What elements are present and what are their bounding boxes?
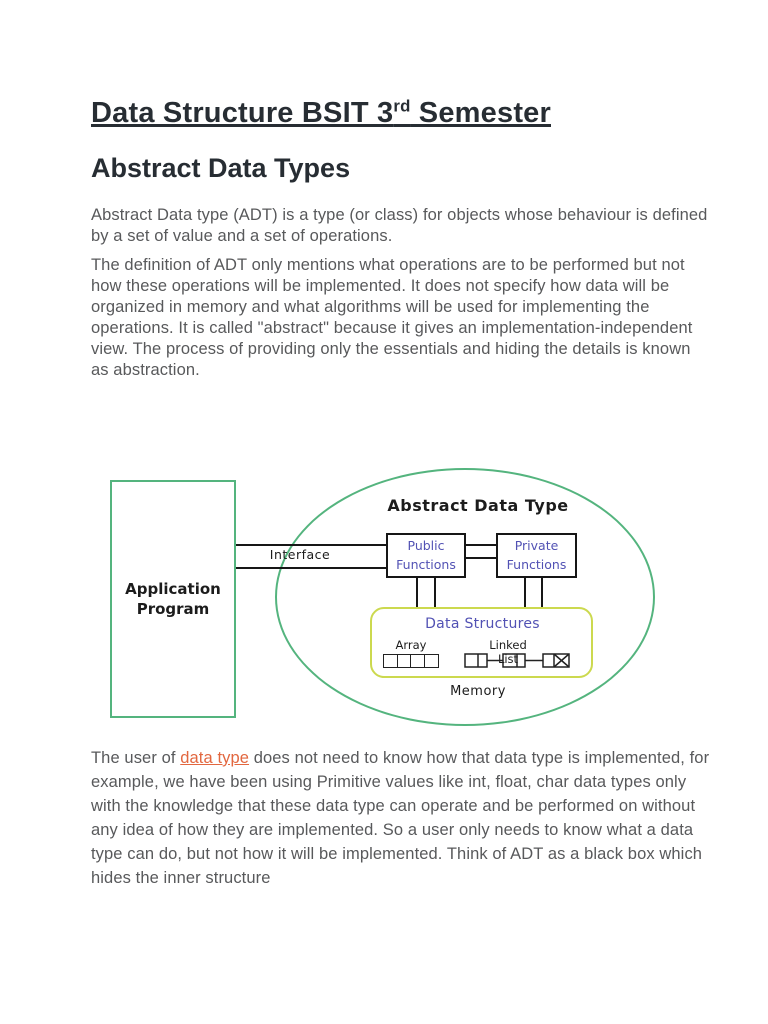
array-cell bbox=[423, 654, 439, 668]
document-title-main: Data Structure BSIT 3 bbox=[91, 97, 394, 129]
linked-list-diagram bbox=[464, 653, 570, 668]
public-to-datastructures-line-1 bbox=[416, 577, 418, 608]
document-title-rest: Semester bbox=[410, 97, 551, 129]
interface-line-bottom bbox=[236, 567, 386, 569]
paragraph-text-after-link: does not need to know how that data type… bbox=[91, 749, 710, 887]
private-functions-box: Private Functions bbox=[496, 533, 577, 578]
abstract-data-type-ellipse bbox=[275, 468, 655, 726]
private-to-datastructures-line-1 bbox=[524, 577, 526, 608]
private-to-datastructures-line-2 bbox=[541, 577, 543, 608]
public-private-connector-bottom bbox=[466, 557, 496, 559]
array-diagram bbox=[383, 654, 439, 668]
paragraph-adt-definition: Abstract Data type (ADT) is a type (or c… bbox=[91, 206, 708, 245]
paragraph-text-before-link: The user of bbox=[91, 749, 181, 767]
public-private-connector-top bbox=[466, 544, 496, 546]
array-label: Array bbox=[395, 638, 427, 652]
document-title: Data Structure BSIT 3rd Semester bbox=[91, 96, 551, 131]
data-type-link[interactable]: data type bbox=[180, 749, 250, 767]
interface-line-top bbox=[236, 544, 386, 546]
data-structures-title: Data Structures bbox=[425, 616, 540, 632]
public-to-datastructures-line-2 bbox=[434, 577, 436, 608]
document-title-superscript: rd bbox=[393, 96, 411, 116]
memory-label: Memory bbox=[450, 684, 506, 699]
public-functions-box: Public Functions bbox=[386, 533, 466, 578]
private-functions-label: Private Functions bbox=[506, 538, 567, 572]
paragraph-data-type-user: The user of data type does not need to k… bbox=[91, 746, 715, 890]
public-functions-label: Public Functions bbox=[396, 538, 456, 572]
interface-label: Interface bbox=[269, 547, 331, 562]
paragraph-adt-operations: The definition of ADT only mentions what… bbox=[91, 256, 693, 379]
application-program-box: Application Program bbox=[110, 480, 236, 718]
abstract-data-type-title: Abstract Data Type bbox=[387, 496, 569, 515]
section-heading: Abstract Data Types bbox=[91, 153, 351, 183]
application-program-label: Application Program bbox=[125, 579, 221, 618]
